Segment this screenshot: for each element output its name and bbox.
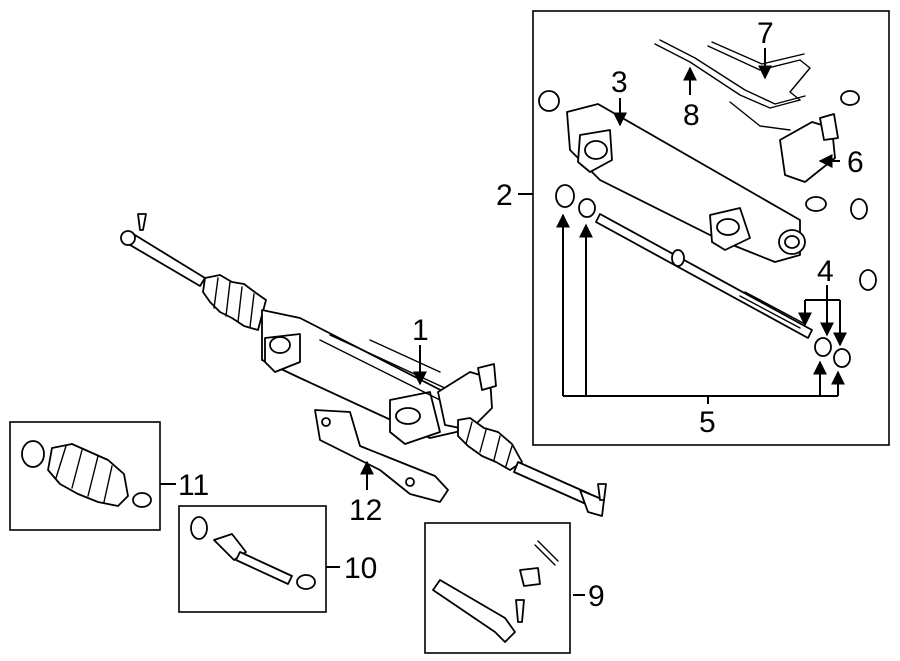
inner-tie-rod xyxy=(190,516,316,590)
box-components xyxy=(538,39,877,368)
outer-tie-rod-box xyxy=(424,522,571,654)
callout-2: 2 xyxy=(496,179,513,212)
outer-tie-rod-end xyxy=(432,540,559,643)
callout-9: 9 xyxy=(588,580,605,613)
callout-1: 1 xyxy=(412,314,429,347)
callout-4: 4 xyxy=(817,255,834,288)
inner-tie-rod-box xyxy=(178,505,327,613)
callout-6: 6 xyxy=(847,146,864,179)
callout-5: 5 xyxy=(699,406,716,439)
component-group-box xyxy=(532,10,890,446)
steering-gear-assembly xyxy=(120,213,607,517)
callout-8: 8 xyxy=(683,99,700,132)
boot-kit-box xyxy=(9,421,161,531)
callout-10: 10 xyxy=(344,552,377,585)
boot-kit xyxy=(21,440,152,508)
leader-lines xyxy=(160,48,847,596)
callout-11: 11 xyxy=(178,469,209,502)
callout-7: 7 xyxy=(757,17,774,50)
callout-3: 3 xyxy=(611,66,628,99)
callout-12: 12 xyxy=(349,494,382,527)
heat-shield xyxy=(314,409,449,503)
seal-ring xyxy=(538,90,560,112)
